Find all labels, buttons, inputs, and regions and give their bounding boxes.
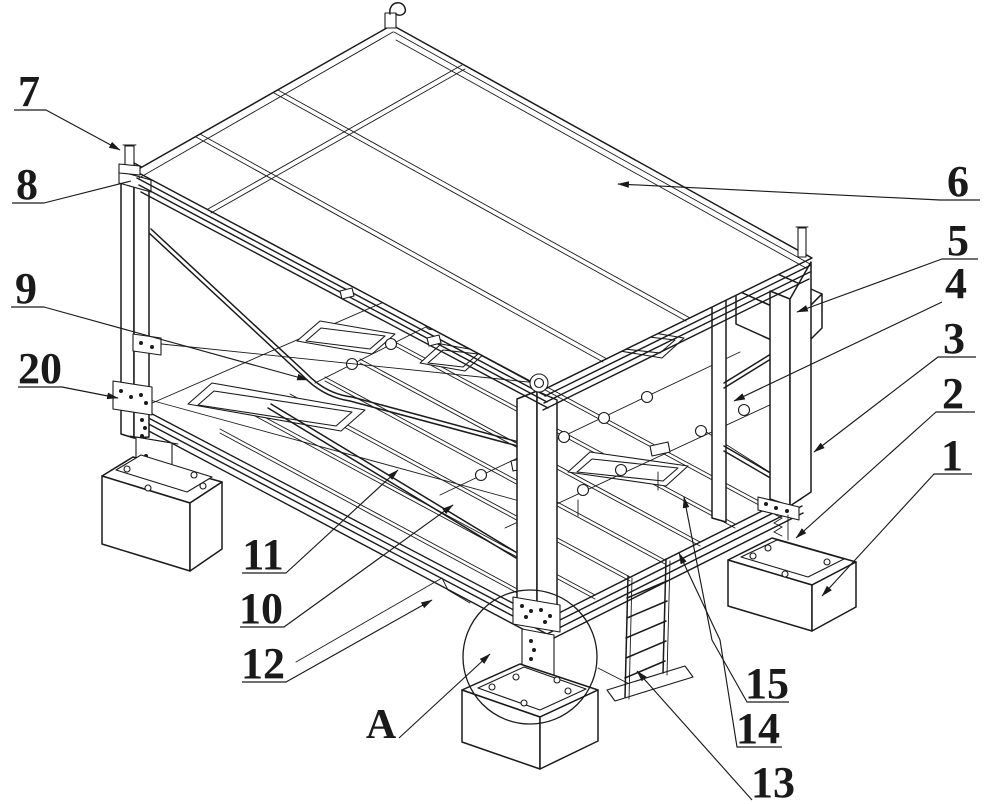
columns — [112, 162, 812, 633]
callout-20: 20 — [18, 344, 62, 393]
ladder — [606, 558, 694, 702]
detail-circle — [462, 589, 598, 725]
jack-screw — [773, 513, 783, 537]
leader-8 — [12, 180, 132, 204]
callout-numbers: 7 8 9 20 11 10 12 6 5 4 3 2 1 15 14 13 A — [15, 67, 969, 804]
leader-4 — [733, 301, 943, 402]
ladder-base-plate — [606, 665, 694, 702]
leader-3 — [813, 356, 976, 453]
leader-7 — [14, 109, 121, 151]
lifting-hook-icon — [389, 2, 407, 16]
callout-1: 1 — [941, 431, 963, 480]
footings — [101, 435, 857, 770]
callout-13: 13 — [751, 758, 795, 804]
lifting-lug-left — [118, 144, 141, 176]
leader-10 — [240, 504, 454, 628]
callout-12: 12 — [241, 639, 285, 688]
base-plate-left — [115, 454, 213, 493]
callout-9: 9 — [15, 264, 37, 313]
column-right — [769, 261, 812, 507]
leader-6 — [617, 181, 980, 201]
leader-detail-a — [398, 653, 491, 739]
column-front — [512, 390, 561, 633]
leader-20 — [18, 386, 119, 400]
leader-5 — [796, 258, 978, 313]
lifting-lug-right — [795, 226, 809, 258]
roof-fittings — [118, 2, 809, 393]
callout-8: 8 — [16, 160, 38, 209]
callout-7: 7 — [18, 67, 40, 116]
callout-3: 3 — [943, 314, 965, 363]
callout-5: 5 — [947, 216, 969, 265]
leader-13 — [636, 670, 753, 801]
base-plate-front — [477, 666, 587, 711]
footing-right — [727, 496, 857, 632]
callout-15: 15 — [745, 659, 789, 708]
leader-11 — [242, 469, 399, 574]
roof-panel-seams — [195, 64, 691, 363]
leader-14 — [678, 552, 782, 748]
callout-4: 4 — [945, 259, 967, 308]
callout-10: 10 — [239, 584, 283, 633]
rear-post — [711, 296, 727, 523]
footing-left — [101, 435, 223, 572]
leader-15 — [682, 496, 789, 703]
roof — [134, 24, 813, 411]
callout-2: 2 — [942, 369, 964, 418]
leader-9 — [11, 306, 309, 381]
callout-6: 6 — [947, 157, 969, 206]
footing-front — [461, 628, 599, 770]
callout-11: 11 — [242, 530, 284, 579]
detail-marker-a: A — [366, 702, 397, 748]
leader-12 — [242, 599, 433, 683]
leader-1 — [821, 473, 972, 597]
callout-14: 14 — [736, 704, 780, 753]
jack-bracket-right — [757, 496, 800, 521]
leader-2 — [795, 411, 975, 539]
column-left — [112, 162, 162, 439]
callout-leaders — [11, 109, 980, 801]
hook-base — [384, 12, 397, 29]
